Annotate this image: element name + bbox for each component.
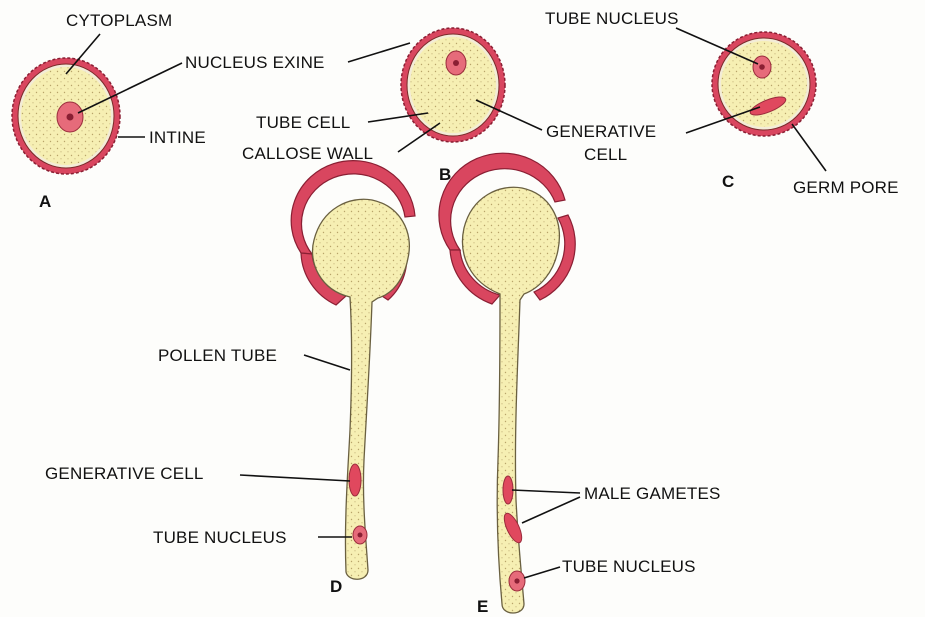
- pollen-tube-d: [313, 199, 410, 579]
- label-germ-pore: GERM PORE: [793, 178, 899, 197]
- leader-male-gamete-1: [512, 490, 580, 493]
- label-pollen-tube: POLLEN TUBE: [158, 346, 277, 365]
- stage-label-d: D: [330, 577, 342, 596]
- leader-pollen-tube: [304, 355, 350, 370]
- male-gamete-1: [503, 476, 513, 504]
- label-callose-wall: CALLOSE WALL: [242, 144, 373, 163]
- nucleolus-a: [67, 114, 74, 121]
- pollen-grain-b: [401, 28, 505, 142]
- pollen-tube-e: [463, 187, 560, 613]
- nucleolus-e: [514, 578, 519, 583]
- nucleolus-c: [759, 64, 765, 70]
- stage-label-e: E: [477, 597, 488, 616]
- label-tube-nucleus-e: TUBE NUCLEUS: [562, 557, 696, 576]
- germinating-pollen-d: [291, 161, 415, 580]
- label-tube-nucleus-d: TUBE NUCLEUS: [153, 528, 287, 547]
- label-generative-1: GENERATIVE: [546, 122, 656, 141]
- label-tube-nucleus-c: TUBE NUCLEUS: [545, 9, 679, 28]
- leader-germ-pore: [792, 124, 826, 171]
- pollen-grain-c: [712, 32, 816, 136]
- leader-exine: [348, 43, 410, 62]
- nucleolus-d: [358, 533, 363, 538]
- label-generative-cell-d: GENERATIVE CELL: [45, 464, 204, 483]
- germinating-pollen-e: [439, 153, 575, 613]
- label-cytoplasm: CYTOPLASM: [66, 11, 172, 30]
- stage-label-a: A: [39, 192, 51, 211]
- pollen-grain-a: [12, 58, 120, 174]
- label-intine: INTINE: [149, 128, 206, 147]
- nucleolus-b: [453, 60, 459, 66]
- stage-label-c: C: [722, 172, 734, 191]
- label-tube-cell: TUBE CELL: [256, 113, 350, 132]
- label-male-gametes: MALE GAMETES: [584, 484, 721, 503]
- label-generative-2: CELL: [584, 145, 627, 164]
- stage-label-b: B: [439, 165, 451, 184]
- leader-tube-nucleus-e: [524, 567, 560, 578]
- label-nucleus-exine: NUCLEUS EXINE: [185, 53, 325, 72]
- generative-cell-d: [349, 464, 361, 496]
- leader-male-gamete-2: [522, 497, 580, 523]
- leader-generative-d: [240, 475, 350, 481]
